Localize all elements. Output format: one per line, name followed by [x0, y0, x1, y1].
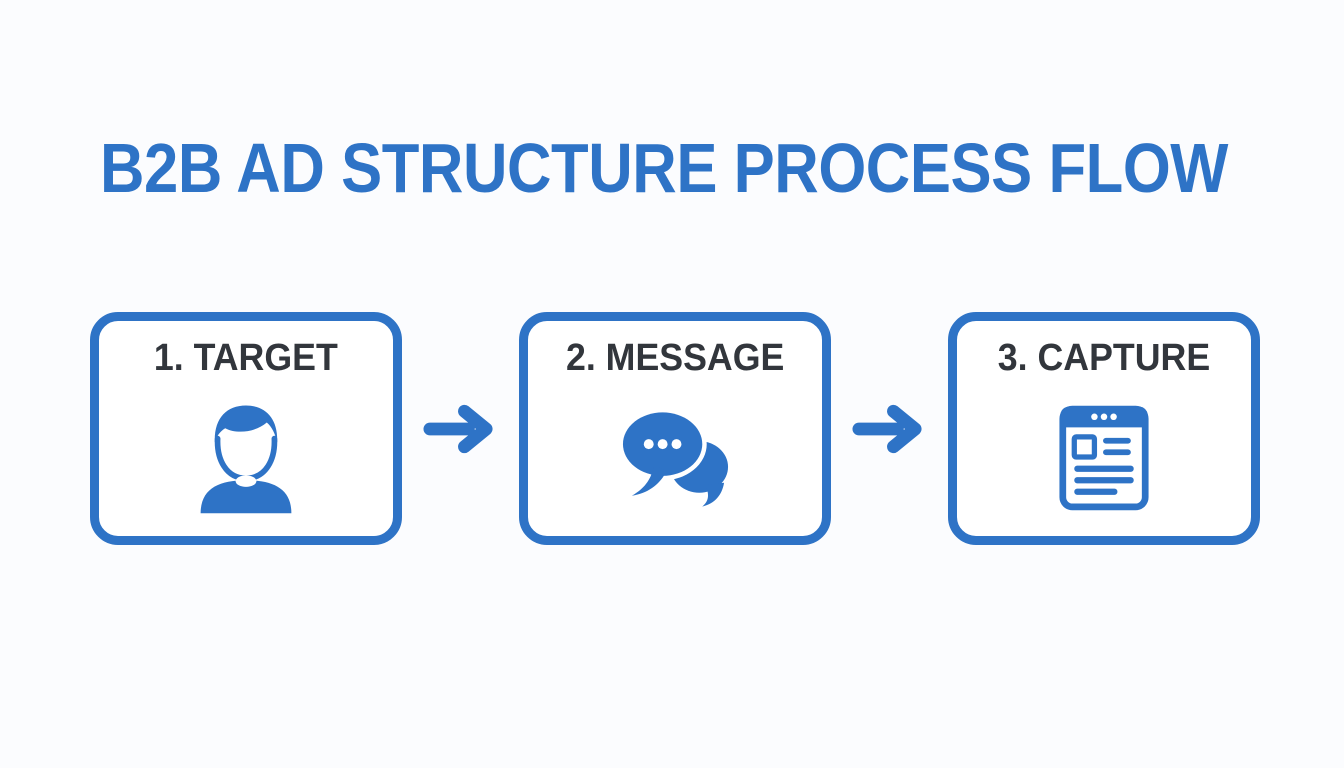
- step-box-target: 1. TARGET: [90, 312, 402, 545]
- right-arrow-icon: [423, 403, 498, 455]
- chat-bubbles-icon: [618, 380, 732, 536]
- step-label-capture: 3. CAPTURE: [997, 337, 1211, 379]
- connector-1: [402, 312, 519, 545]
- page-title: B2B AD STRUCTURE PROCESS FLOW: [100, 129, 1229, 207]
- right-arrow-icon: [852, 403, 927, 455]
- step-box-message: 2. MESSAGE: [519, 312, 831, 545]
- process-flow: 1. TARGET 2. MESSAGE: [90, 312, 1260, 545]
- step-box-capture: 3. CAPTURE: [948, 312, 1260, 545]
- connector-2: [831, 312, 948, 545]
- lead-form-icon: [1058, 380, 1150, 536]
- step-label-target: 1. TARGET: [154, 337, 338, 379]
- person-icon: [194, 380, 298, 536]
- step-label-message: 2. MESSAGE: [565, 337, 785, 379]
